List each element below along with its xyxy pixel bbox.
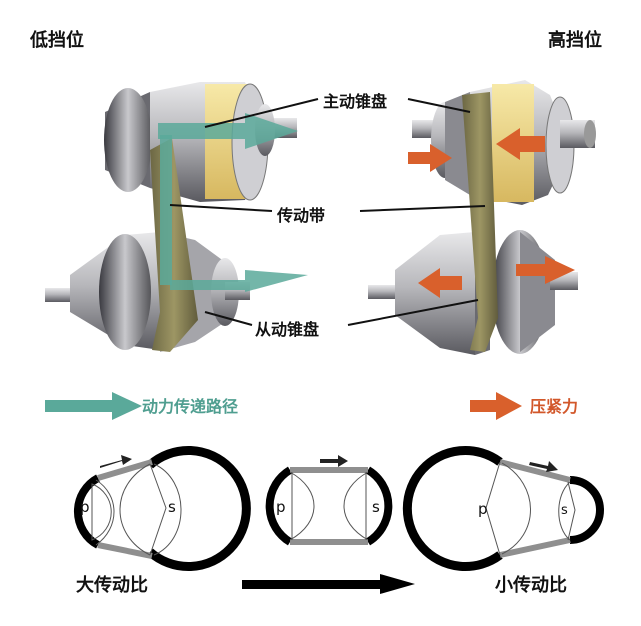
rotation-arrow-icon (100, 455, 132, 468)
equal-ratio-p-label: p (276, 498, 286, 516)
clamp-force-arrow-icon (470, 392, 522, 420)
small-ratio-diagram: p s (402, 446, 604, 571)
power-path-arrow-icon (45, 392, 142, 420)
high-gear-clamp-force-arrows (408, 128, 575, 298)
small-ratio-s-label: s (561, 503, 568, 518)
driven-pulley-label: 从动锥盘 (255, 320, 320, 339)
high-gear-title: 高挡位 (548, 30, 602, 51)
small-ratio-p-label: p (478, 500, 488, 518)
belt-label: 传动带 (277, 206, 326, 225)
low-gear-driven-pulley (45, 232, 250, 352)
big-ratio-s-label: s (168, 498, 176, 516)
big-ratio-diagram: p s (73, 446, 251, 571)
rotation-arrow-icon (320, 455, 348, 467)
low-gear-drive-pulley (104, 82, 297, 202)
small-ratio-label: 小传动比 (495, 575, 567, 596)
high-gear-driven-pulley (368, 230, 578, 355)
power-path-legend-label: 动力传递路径 (142, 397, 239, 416)
equal-ratio-diagram: p s (265, 455, 393, 546)
clamp-force-legend-label: 压紧力 (530, 397, 579, 416)
low-gear-title: 低挡位 (30, 30, 84, 51)
low-gear-assembly (45, 82, 308, 352)
big-ratio-p-label: p (80, 498, 90, 516)
equal-ratio-s-label: s (372, 498, 380, 516)
drive-pulley-label: 主动锥盘 (323, 92, 388, 111)
big-ratio-label: 大传动比 (76, 575, 148, 596)
rotation-arrow-icon (529, 461, 558, 472)
high-gear-belt (462, 92, 498, 352)
ratio-change-arrow-icon (242, 574, 415, 594)
leader-lines (169, 98, 486, 326)
high-gear-assembly (368, 80, 596, 355)
big-ratio-p-pulley-groove (73, 474, 101, 549)
low-gear-power-path-arrows (158, 113, 308, 292)
